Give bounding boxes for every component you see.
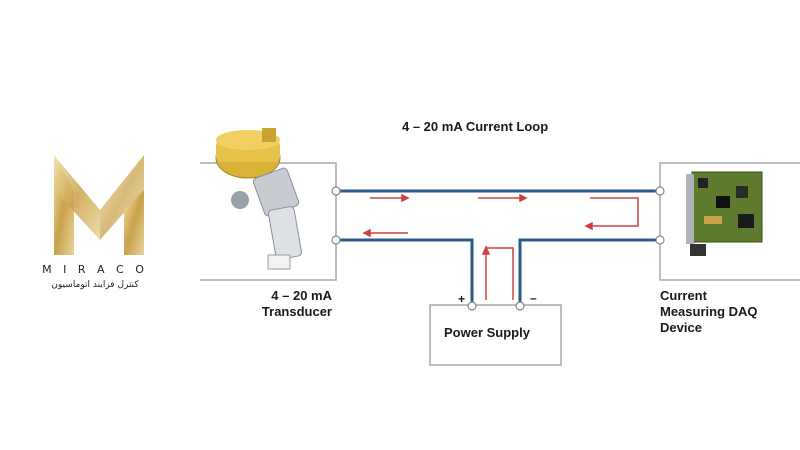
bottom-wire-right [518,238,660,304]
terminal [331,235,341,245]
current-arrows [362,193,639,300]
daq-card-icon [686,171,763,256]
transducer-label-line2: Transducer [261,304,332,319]
daq-label: Current Measuring DAQ Device [660,288,790,336]
daq-enclosure [659,162,800,281]
plus-sign: + [458,292,465,306]
daq-label-line2: Measuring DAQ [660,304,758,319]
terminal [331,186,341,196]
daq-label-line1: Current [660,288,707,303]
terminal [655,235,665,245]
power-supply-label: Power Supply [444,325,530,340]
daq-label-line3: Device [660,320,702,335]
transducer-icon [215,128,303,270]
transducer-label: 4 – 20 mA Transducer [247,288,332,320]
terminal [515,301,525,311]
minus-sign: – [530,291,537,305]
brand-tagline: کنترل فرایند اتوماسیون [51,280,139,290]
terminal [467,301,477,311]
terminal [655,186,665,196]
diagram-title: 4 – 20 mA Current Loop [402,119,549,134]
transducer-label-line1: 4 – 20 mA [271,288,332,303]
brand-name: M I R A C O [42,263,148,276]
miraco-logo [54,155,144,255]
power-supply-box [429,304,562,366]
bottom-wire-left [336,238,474,304]
